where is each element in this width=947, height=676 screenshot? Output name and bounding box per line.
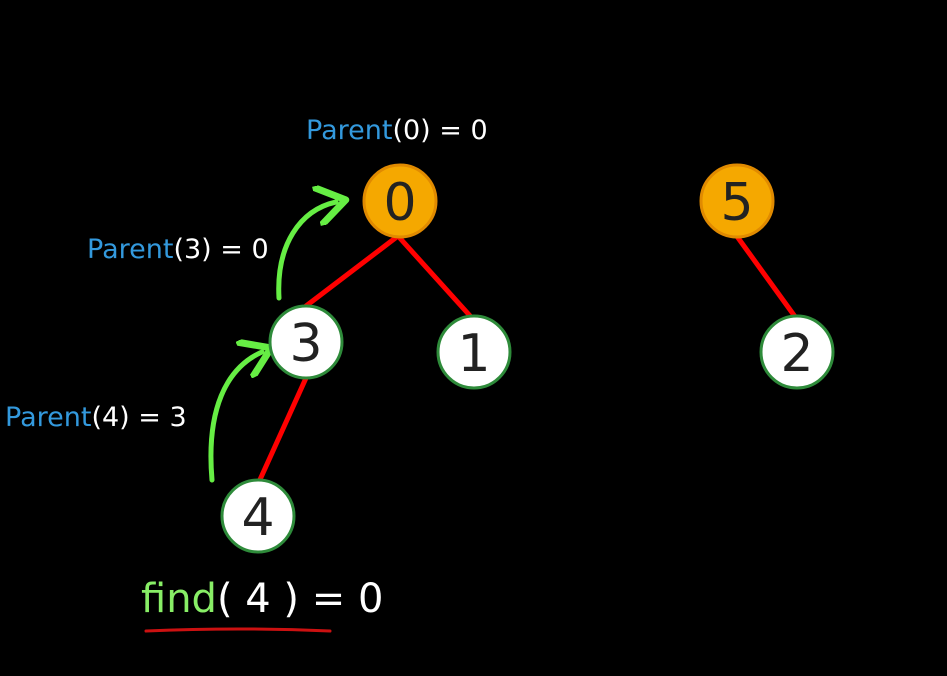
node-circle bbox=[436, 314, 512, 390]
parent-0-annotation: Parent(0) = 0 bbox=[306, 115, 488, 146]
root-node-circle bbox=[699, 163, 775, 239]
find-expression: find( 4 ) = 0 bbox=[141, 576, 383, 622]
edge-3-4 bbox=[255, 375, 309, 487]
nodes: 0 5 3 1 2 4 bbox=[220, 163, 835, 554]
node-4: 4 bbox=[220, 478, 296, 554]
arrow-3-to-0 bbox=[276, 202, 336, 301]
node-0: 0 bbox=[362, 163, 438, 239]
node-label: 5 bbox=[720, 173, 753, 233]
parent-arrows bbox=[208, 202, 336, 483]
node-label: 4 bbox=[241, 488, 274, 548]
parent-value: (0) = 0 bbox=[392, 115, 487, 146]
parent-value: (4) = 3 bbox=[91, 402, 186, 433]
node-3: 3 bbox=[268, 304, 344, 380]
parent-value: (3) = 0 bbox=[173, 234, 268, 265]
edge-0-1 bbox=[395, 233, 475, 321]
find-underline bbox=[144, 627, 332, 633]
parent-keyword: Parent bbox=[5, 402, 91, 433]
parent-keyword: Parent bbox=[306, 115, 392, 146]
arrow-4-to-3 bbox=[208, 352, 262, 483]
node-1: 1 bbox=[436, 314, 512, 390]
node-circle bbox=[220, 478, 296, 554]
node-5: 5 bbox=[699, 163, 775, 239]
node-circle bbox=[268, 304, 344, 380]
edge-0-3 bbox=[303, 233, 401, 309]
node-2: 2 bbox=[759, 314, 835, 390]
node-label: 1 bbox=[457, 324, 490, 384]
parent-4-annotation: Parent(4) = 3 bbox=[5, 402, 187, 433]
node-circle bbox=[759, 314, 835, 390]
edges bbox=[255, 232, 799, 487]
node-label: 0 bbox=[383, 173, 416, 233]
find-keyword: find bbox=[141, 576, 217, 622]
edge-5-2 bbox=[733, 232, 799, 321]
node-label: 3 bbox=[289, 314, 322, 374]
root-node-circle bbox=[362, 163, 438, 239]
node-label: 2 bbox=[780, 324, 813, 384]
parent-keyword: Parent bbox=[87, 234, 173, 265]
parent-3-annotation: Parent(3) = 0 bbox=[87, 234, 269, 265]
find-result: ( 4 ) = 0 bbox=[217, 576, 383, 622]
